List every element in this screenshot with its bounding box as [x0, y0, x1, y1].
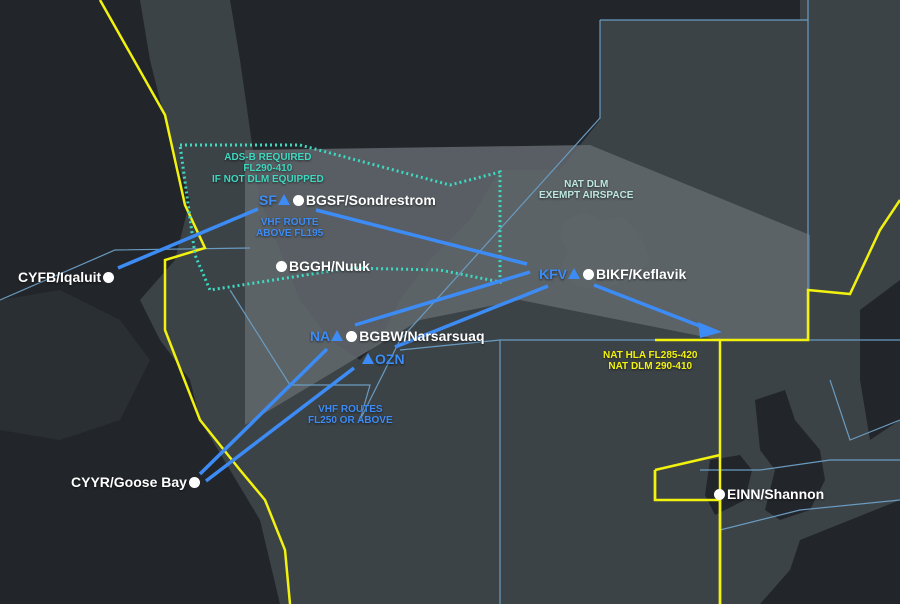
vhf-routes-south-note: VHF ROUTES FL250 OR ABOVE — [308, 404, 393, 426]
airport-dot-icon — [276, 261, 287, 272]
airport-dot-icon — [103, 272, 115, 283]
navaid-kfv-label: KFV — [539, 266, 567, 282]
nat-hla-line1: NAT HLA FL285-420 — [603, 350, 698, 361]
vor-triangle-icon — [362, 353, 374, 364]
airport-label: BGSF/Sondrestrom — [305, 192, 436, 208]
navaid-ozn[interactable]: OZN — [361, 351, 405, 369]
land-britain — [755, 390, 825, 520]
navaid-label: OZN — [375, 351, 405, 367]
dlm-note-line1: NAT DLM — [564, 179, 609, 190]
nat-hla-note: NAT HLA FL285-420 NAT DLM 290-410 — [603, 350, 697, 372]
vhf-north-line1: VHF ROUTE — [260, 217, 319, 228]
vhf-south-line1: VHF ROUTES — [318, 404, 383, 415]
vor-triangle-icon — [331, 330, 344, 341]
nat-hla-line2: NAT DLM 290-410 — [608, 361, 693, 372]
airport-dot-icon — [188, 477, 200, 488]
dlm-exempt-note: NAT DLM EXEMPT AIRSPACE — [539, 179, 633, 201]
airport-dot-icon — [714, 489, 725, 500]
vhf-route-north-note: VHF ROUTE ABOVE FL195 — [256, 217, 323, 239]
airport-dot-icon — [292, 195, 304, 206]
adsb-note-line2: FL290-410 — [243, 163, 293, 174]
route-arrowhead — [698, 322, 722, 338]
vor-triangle-icon — [277, 194, 290, 205]
vhf-south-line2: FL250 OR ABOVE — [308, 415, 393, 426]
airport-label: BGBW/Narsarsuaq — [359, 328, 485, 344]
nat-hla-boundary — [98, 0, 900, 604]
vhf-routes — [117, 207, 706, 483]
land-europe — [760, 500, 900, 604]
vhf-north-line2: ABOVE FL195 — [256, 228, 324, 239]
adsb-note-line3: IF NOT DLM EQUIPPED — [212, 174, 324, 185]
airport-dot-icon — [346, 331, 358, 342]
airport-bggh[interactable]: BGGH/Nuuk — [274, 258, 370, 276]
dlm-exempt-corridor — [245, 145, 810, 425]
airport-label: CYFB/Iqaluit — [18, 269, 102, 285]
navaid-sf-label: SF — [259, 192, 277, 208]
adsb-note-line1: ADS-B REQUIRED — [224, 152, 312, 163]
airport-label: BGGH/Nuuk — [289, 258, 370, 274]
airport-bgbw[interactable]: NA BGBW/Narsarsuaq — [310, 328, 485, 346]
airport-dot-icon — [583, 269, 594, 280]
airport-label: CYYR/Goose Bay — [71, 474, 187, 490]
land-baffin — [0, 0, 280, 604]
airport-bikf[interactable]: KFV BIKF/Keflavik — [539, 266, 686, 284]
airport-cyfb[interactable]: CYFB/Iqaluit — [18, 269, 116, 285]
navaid-na-label: NA — [310, 328, 331, 344]
airport-label: BIKF/Keflavik — [596, 266, 687, 282]
adsb-requirement-note: ADS-B REQUIRED FL290-410 IF NOT DLM EQUI… — [212, 152, 324, 185]
airport-bgsf[interactable]: SF BGSF/Sondrestrom — [259, 192, 436, 210]
dlm-note-line2: EXEMPT AIRSPACE — [539, 190, 634, 201]
vor-triangle-icon — [568, 268, 580, 279]
airport-cyyr[interactable]: CYYR/Goose Bay — [71, 474, 202, 490]
airport-label: EINN/Shannon — [727, 486, 825, 502]
airport-einn[interactable]: EINN/Shannon — [712, 486, 824, 504]
